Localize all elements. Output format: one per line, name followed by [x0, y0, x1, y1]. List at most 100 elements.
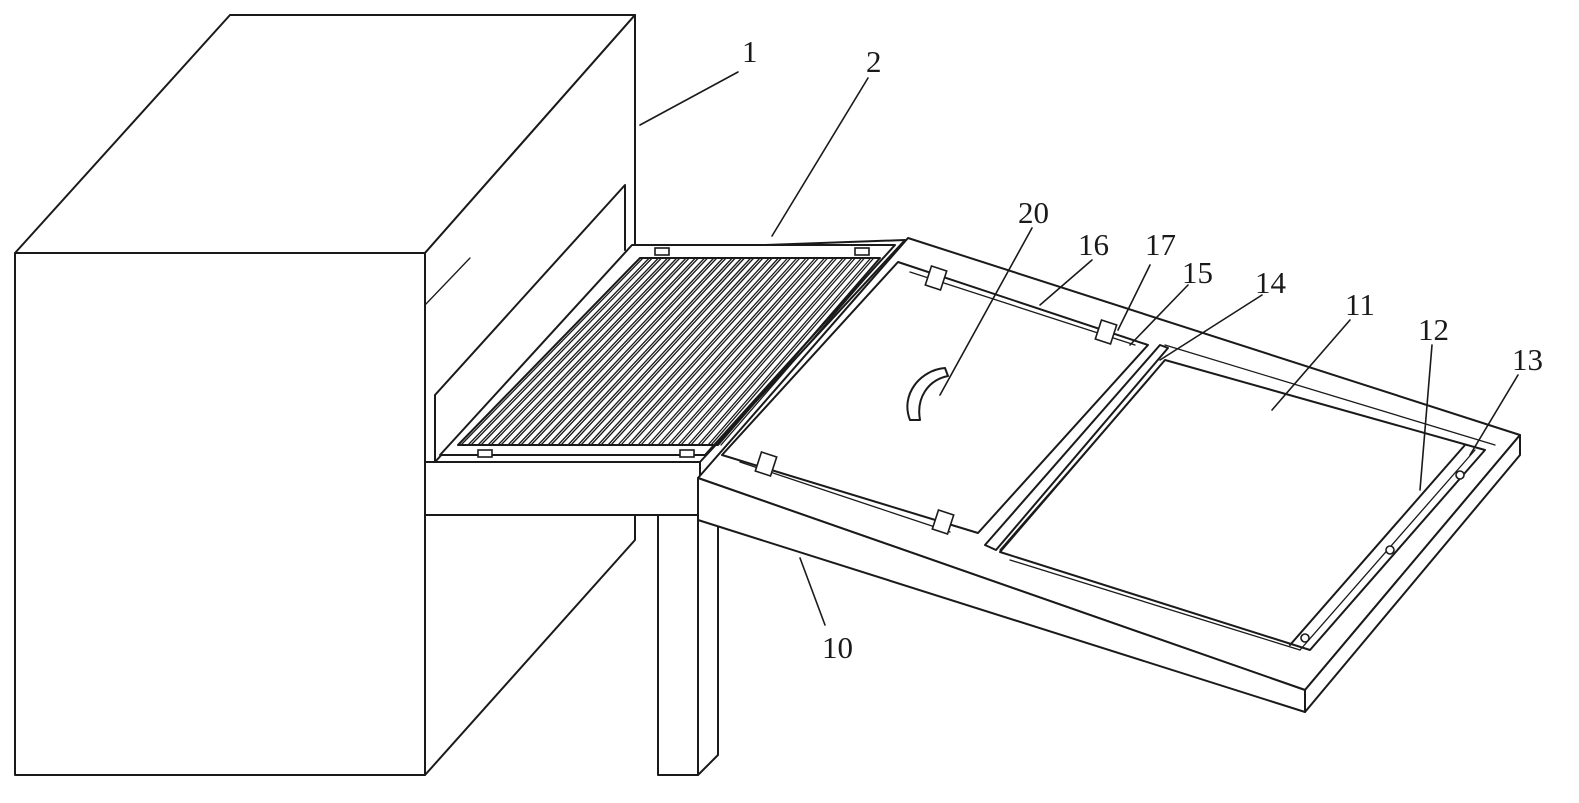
- grate-bars: [457, 257, 884, 446]
- leg-front: [657, 511, 699, 776]
- basin-front-wall: [1009, 559, 1301, 651]
- machine-opening-edge: [434, 184, 626, 463]
- label-13: 13: [1512, 342, 1543, 377]
- panel-handle: [906, 367, 949, 421]
- slide-rail-front: [739, 461, 951, 533]
- label-17: 17: [1145, 227, 1176, 262]
- grate-bar: [537, 257, 715, 446]
- leader-10: [799, 557, 826, 626]
- label-20: 20: [1018, 195, 1049, 230]
- grate-bar: [500, 257, 681, 446]
- grate-clip: [679, 449, 695, 458]
- label-12: 12: [1418, 312, 1449, 347]
- grate-bar: [647, 257, 817, 446]
- leader-12: [1419, 344, 1433, 491]
- grate-bar: [640, 257, 810, 446]
- grate-bar: [677, 257, 844, 446]
- label-1: 1: [742, 34, 758, 69]
- grate-bar: [557, 257, 733, 446]
- rail-bolt: [1385, 545, 1395, 555]
- slider-block: [924, 265, 948, 291]
- sloped-tray: [697, 237, 1521, 713]
- machine-opening-inner: [424, 257, 471, 306]
- grate-bar: [510, 257, 690, 446]
- grate-bar: [487, 257, 669, 446]
- slide-panel: [721, 261, 1149, 534]
- grate-bar: [560, 257, 736, 446]
- grate-bar: [600, 257, 773, 446]
- grate-bar: [650, 257, 820, 446]
- grate-bar: [707, 257, 872, 446]
- grate-bar: [637, 257, 807, 446]
- support-leg: [657, 489, 719, 776]
- label-11: 11: [1345, 287, 1375, 322]
- grate-bar: [587, 257, 761, 446]
- grate-bar: [697, 257, 863, 446]
- grate-bar: [567, 257, 743, 446]
- grate-bar: [597, 257, 770, 446]
- shelf-front: [424, 461, 701, 516]
- grate-bar: [607, 257, 780, 446]
- grate-bar: [467, 257, 650, 446]
- grate-bar: [477, 257, 660, 446]
- grate-bar: [550, 257, 727, 446]
- grate-bar: [710, 257, 875, 446]
- leader-lines: [639, 71, 1519, 626]
- grate-bar: [627, 257, 798, 446]
- leader-20: [939, 227, 1033, 396]
- grate-bar: [717, 257, 881, 446]
- grate-clip: [477, 449, 493, 458]
- reference-numerals: 1 2 20 16 17 15 14 11 12 13 10: [742, 34, 1543, 665]
- grate-bar: [687, 257, 853, 446]
- grate-frame: [439, 244, 896, 456]
- machine-front-face: [14, 252, 426, 776]
- grate-bar: [530, 257, 709, 446]
- grate-bar: [680, 257, 847, 446]
- grate-bar: [520, 257, 700, 446]
- grate-bar: [507, 257, 687, 446]
- grate-bar: [570, 257, 746, 446]
- grate-bar: [517, 257, 697, 446]
- slider-block: [931, 509, 955, 535]
- label-15: 15: [1182, 255, 1213, 290]
- leader-1: [639, 71, 739, 126]
- grate-bar: [667, 257, 835, 446]
- leader-14: [1159, 294, 1263, 361]
- grate-bar: [660, 257, 829, 446]
- slider-block: [754, 451, 778, 477]
- grate-bar: [630, 257, 801, 446]
- grate-bar: [460, 257, 644, 446]
- rail-bolt: [1455, 470, 1465, 480]
- end-rail: [1289, 444, 1466, 646]
- grate-bar: [457, 257, 641, 446]
- grate-bar: [657, 257, 826, 446]
- slider-block: [1094, 319, 1118, 345]
- grate-bar: [577, 257, 752, 446]
- grate-bar: [617, 257, 789, 446]
- grate-bar: [610, 257, 783, 446]
- leader-13: [1469, 374, 1519, 456]
- leader-17: [1117, 264, 1151, 331]
- collection-basin: [999, 359, 1486, 651]
- leader-15: [1129, 284, 1189, 346]
- grate-assembly: [439, 244, 896, 458]
- grate-clip: [854, 247, 870, 256]
- grate-bar: [547, 257, 724, 446]
- leader-2: [771, 77, 869, 237]
- grate-bar: [490, 257, 672, 446]
- grate-bar: [720, 257, 884, 446]
- grate-bar: [670, 257, 838, 446]
- basin-back-wall: [1164, 344, 1496, 446]
- grate-bar: [590, 257, 764, 446]
- label-2: 2: [866, 44, 882, 79]
- grate-bar: [480, 257, 663, 446]
- grate-clip: [654, 247, 670, 256]
- grate-bar: [620, 257, 792, 446]
- grate-bar: [580, 257, 755, 446]
- leader-16: [1039, 259, 1093, 306]
- tray-end-edge: [1304, 434, 1521, 713]
- grate-bar: [527, 257, 706, 446]
- label-14: 14: [1255, 265, 1287, 300]
- label-16: 16: [1078, 227, 1109, 262]
- leader-11: [1271, 319, 1351, 411]
